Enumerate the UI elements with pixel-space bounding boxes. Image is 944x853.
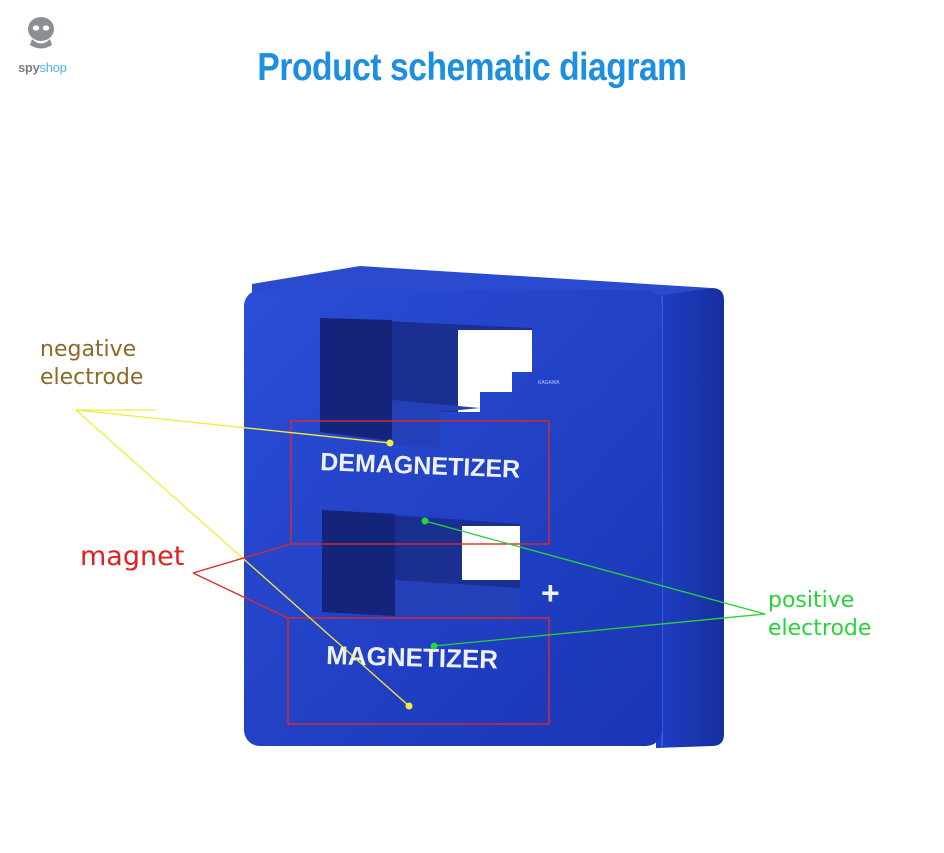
negative-label-line2: electrode: [40, 364, 144, 390]
positive-point-top: [421, 517, 429, 525]
magnet-box-top: [290, 420, 550, 545]
positive-leaders: [424, 520, 766, 647]
negative-point-bottom: [405, 702, 413, 710]
magnetizer-label: MAGNETIZER: [326, 640, 499, 674]
positive-label-line1: positive: [768, 588, 855, 613]
brand-shop: shop: [39, 60, 67, 75]
spyshop-logo: spyshop: [8, 8, 78, 75]
positive-label-line2: electrode: [768, 615, 872, 641]
page-title: Product schematic diagram: [257, 46, 687, 89]
magnet-leaders: [192, 543, 292, 619]
positive-point-bottom: [430, 642, 438, 650]
negative-electrode-label: negative electrode: [40, 336, 143, 391]
spy-mascot-icon: [28, 17, 54, 49]
small-marking: KAGAWA: [538, 380, 560, 386]
block-side-face: [656, 288, 724, 748]
brand-spy: spy: [18, 60, 40, 75]
brand-name: spyshop: [18, 60, 67, 75]
negative-label-line1: negative: [40, 337, 137, 362]
magnet-label: magnet: [80, 541, 185, 572]
magnet-box-bottom: [287, 617, 550, 725]
plus-sign: +: [541, 575, 560, 611]
positive-electrode-label: positive electrode: [768, 587, 871, 642]
negative-point-top: [386, 439, 394, 447]
